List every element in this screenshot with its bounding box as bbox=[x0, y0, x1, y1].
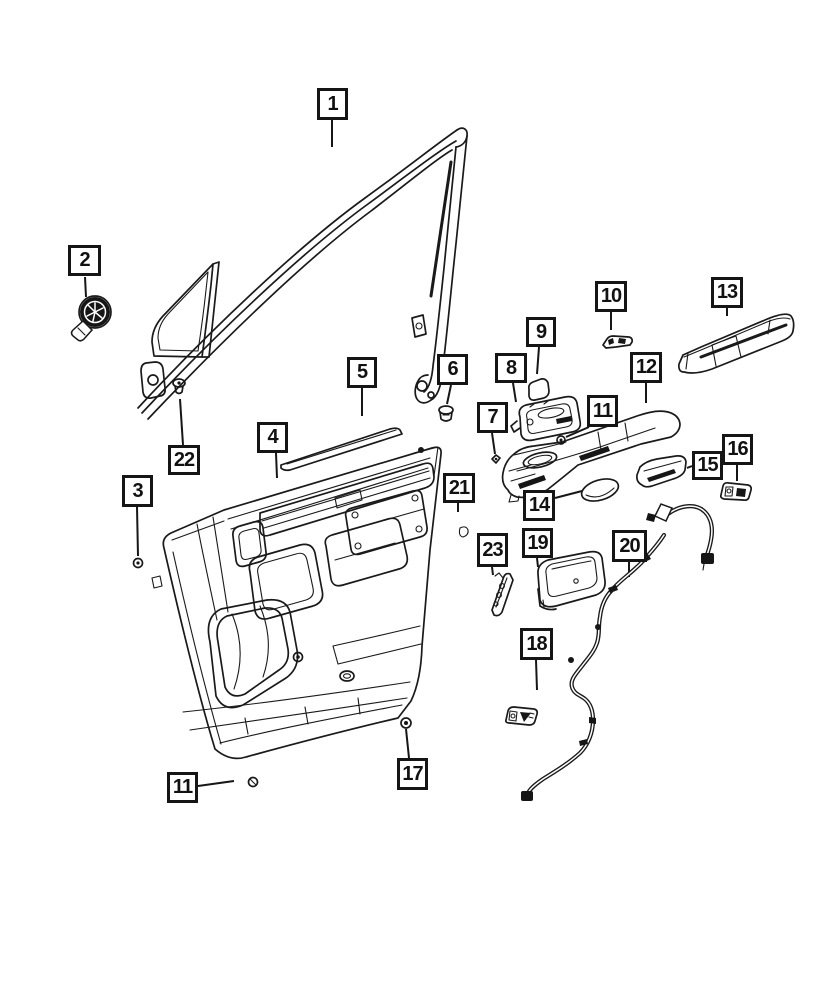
screw-11-lower-drawing bbox=[247, 776, 259, 788]
callout-box-19: 19 bbox=[522, 528, 553, 558]
callout-box-8: 8 bbox=[495, 353, 527, 383]
callout-box-18: 18 bbox=[520, 628, 553, 660]
grommet-drawing bbox=[438, 405, 454, 422]
callout-box-3: 3 bbox=[122, 475, 153, 507]
callout-box-5: 5 bbox=[347, 357, 377, 388]
callout-box-23: 23 bbox=[477, 533, 508, 567]
callout-box-12: 12 bbox=[630, 352, 662, 383]
door-trim-panel-drawing bbox=[151, 446, 469, 760]
callout-box-11-lower: 11 bbox=[167, 772, 198, 803]
bracket-23-drawing bbox=[491, 572, 514, 617]
callout-box-14: 14 bbox=[523, 490, 555, 521]
callout-box-11-upper: 11 bbox=[587, 395, 618, 427]
trim-insert-drawing bbox=[636, 455, 687, 488]
screw-11-upper-drawing bbox=[556, 435, 566, 445]
storage-bin-drawing bbox=[537, 550, 606, 611]
callout-box-2: 2 bbox=[68, 245, 101, 276]
callout-box-13: 13 bbox=[711, 277, 743, 308]
callout-box-22: 22 bbox=[168, 445, 200, 475]
callout-box-9: 9 bbox=[526, 317, 556, 347]
callout-box-1: 1 bbox=[317, 88, 348, 120]
callout-box-15: 15 bbox=[692, 451, 723, 480]
switch-18-drawing bbox=[504, 706, 539, 726]
assist-handle-drawing bbox=[678, 313, 795, 374]
wiring-harness-drawing bbox=[521, 503, 714, 801]
handle-cover-pad-drawing bbox=[527, 377, 550, 402]
screw-17-drawing bbox=[400, 717, 412, 729]
screw-22-target bbox=[177, 381, 181, 385]
retainer-clip-10-drawing bbox=[602, 335, 634, 349]
switch-16-drawing bbox=[719, 481, 753, 502]
callout-box-21: 21 bbox=[443, 473, 475, 503]
window-frame-seal-drawing bbox=[137, 127, 468, 420]
retainer-clip-3-drawing bbox=[132, 557, 144, 569]
retainer-clip-7-drawing bbox=[491, 454, 501, 464]
leader-lines bbox=[84, 120, 738, 787]
tweeter-speaker-drawing bbox=[70, 295, 112, 342]
callout-box-10: 10 bbox=[595, 281, 627, 312]
callout-box-16: 16 bbox=[722, 434, 753, 465]
callout-box-4: 4 bbox=[257, 422, 288, 453]
armrest-drawing bbox=[501, 410, 681, 503]
callout-box-6: 6 bbox=[437, 354, 468, 385]
belt-molding-strip-drawing bbox=[280, 427, 403, 472]
callout-box-7: 7 bbox=[477, 402, 508, 433]
callout-box-20: 20 bbox=[612, 530, 647, 562]
pull-cup-pad-drawing bbox=[580, 478, 620, 502]
inside-handle-bezel-drawing bbox=[510, 395, 582, 442]
callout-box-17: 17 bbox=[397, 758, 428, 790]
